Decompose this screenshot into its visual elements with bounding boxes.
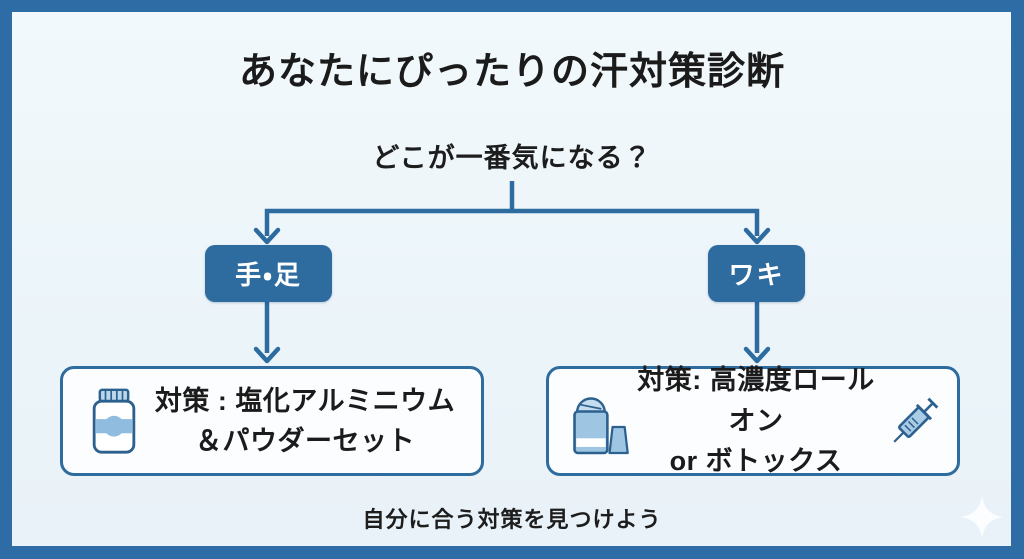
result-line-2: or ボトックス (669, 446, 843, 477)
result-text-hands-feet: 対策 : 塩化アルミニウム ＆パウダーセット (143, 381, 467, 462)
result-line-2: ＆パウダーセット (195, 426, 415, 456)
syringe-icon (893, 397, 939, 443)
result-box-hands-feet: 対策 : 塩化アルミニウム ＆パウダーセット (60, 366, 484, 476)
footer-text: 自分に合う対策を見つけよう (362, 507, 662, 532)
option-box-armpit: ワキ (708, 245, 805, 302)
result-line-1: 対策 : 塩化アルミニウム (154, 385, 456, 416)
medicine-bottle-icon (92, 388, 136, 454)
result-line-1: 対策: 高濃度ロールオン (637, 365, 875, 436)
sparkle-icon (960, 495, 1004, 539)
page-title: あなたにぴったりの汗対策診断 (238, 51, 785, 93)
question-text: どこが一番気になる？ (372, 143, 652, 173)
result-box-armpit: 対策: 高濃度ロールオン or ボトックス (546, 365, 960, 476)
roll-on-icon (573, 397, 629, 455)
option-box-hands-feet: 手・足 (205, 245, 332, 302)
result-text-armpit: 対策: 高濃度ロールオン or ボトックス (629, 360, 883, 482)
